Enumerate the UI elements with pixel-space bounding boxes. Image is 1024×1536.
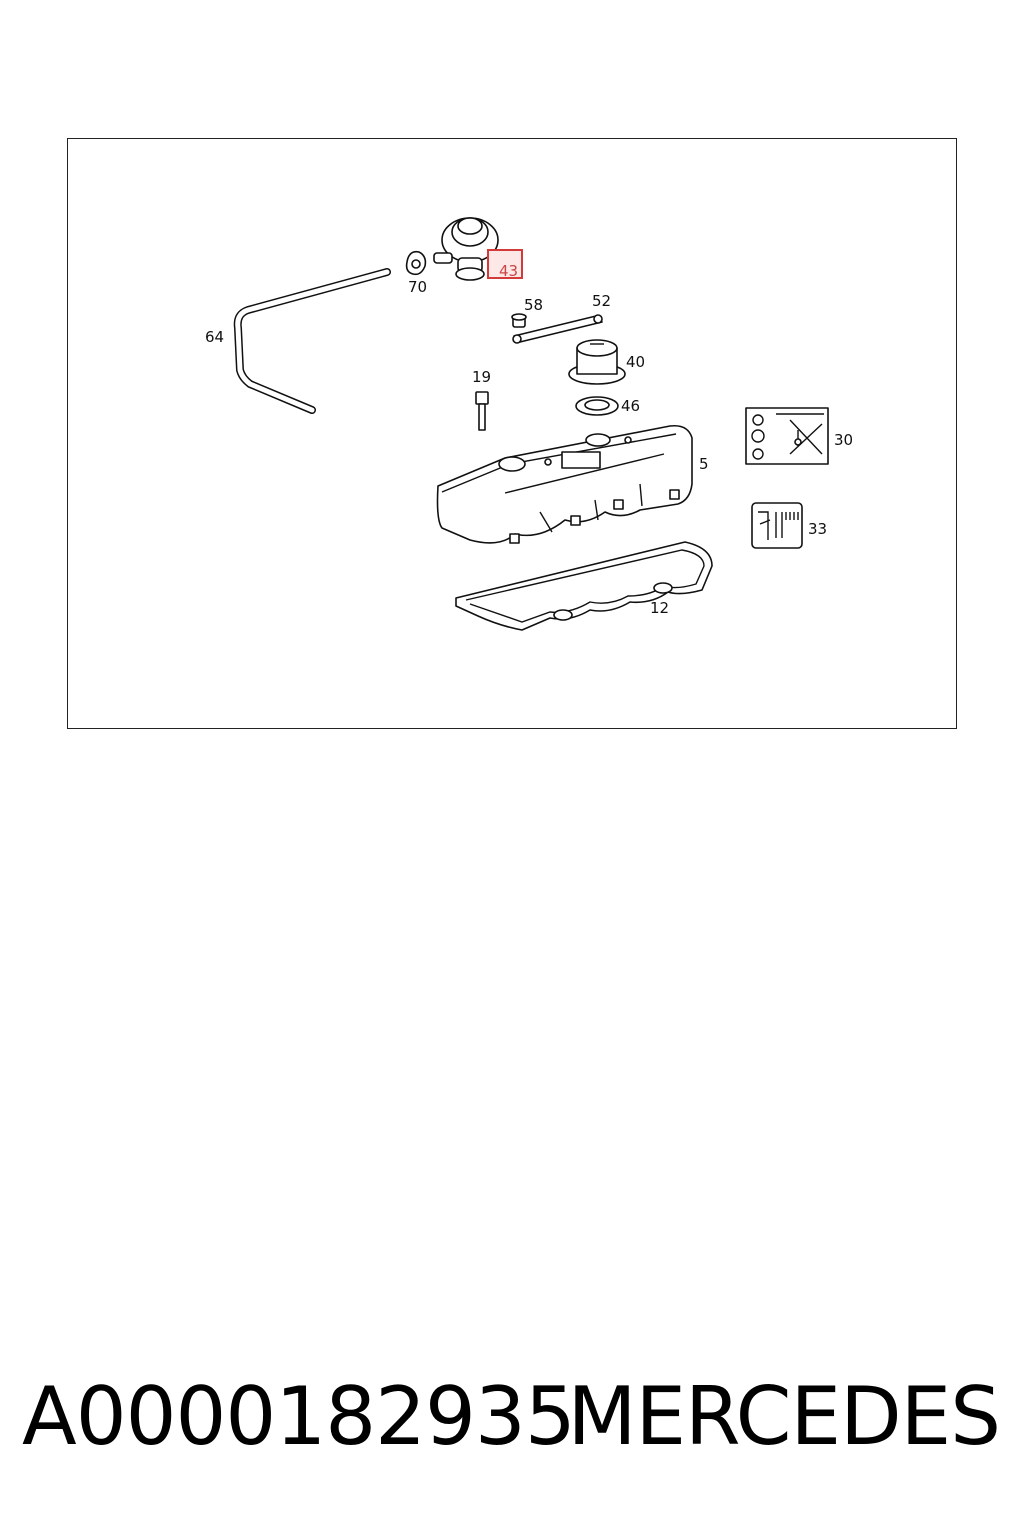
part-64-hose[interactable] [233,268,391,414]
label-70: 70 [408,278,427,296]
part-12-gasket[interactable] [455,541,713,631]
label-52: 52 [592,292,611,310]
part-43-highlight-box [487,249,523,279]
label-30: 30 [834,431,853,449]
part-19-bolt[interactable] [475,391,489,431]
label-12: 12 [650,599,669,617]
part-5-cylinder-head-cover[interactable] [436,424,693,544]
label-19: 19 [472,368,491,386]
part-number: A0000182935 [22,1370,576,1463]
brand-name: MERCEDES [567,1370,1001,1463]
label-58: 58 [524,296,543,314]
label-33: 33 [808,520,827,538]
footer: A0000182935 MERCEDES [0,1370,1024,1470]
exploded-parts-diagram: 43 70 64 58 52 40 46 19 [205,217,853,631]
part-58-plug[interactable] [511,313,527,328]
label-43: 43 [499,262,518,280]
part-40-filler-cap[interactable] [568,339,626,385]
part-70-clamp[interactable] [405,250,427,276]
part-52-strap[interactable] [512,314,603,344]
part-33-sticker[interactable] [751,502,803,549]
label-64: 64 [205,328,224,346]
label-46: 46 [621,397,640,415]
label-5: 5 [699,455,709,473]
part-43-vent-valve[interactable] [433,217,499,281]
part-46-seal-ring[interactable] [575,396,619,416]
part-30-label-plate[interactable] [745,407,829,465]
diagram-frame [67,138,957,729]
label-40: 40 [626,353,645,371]
